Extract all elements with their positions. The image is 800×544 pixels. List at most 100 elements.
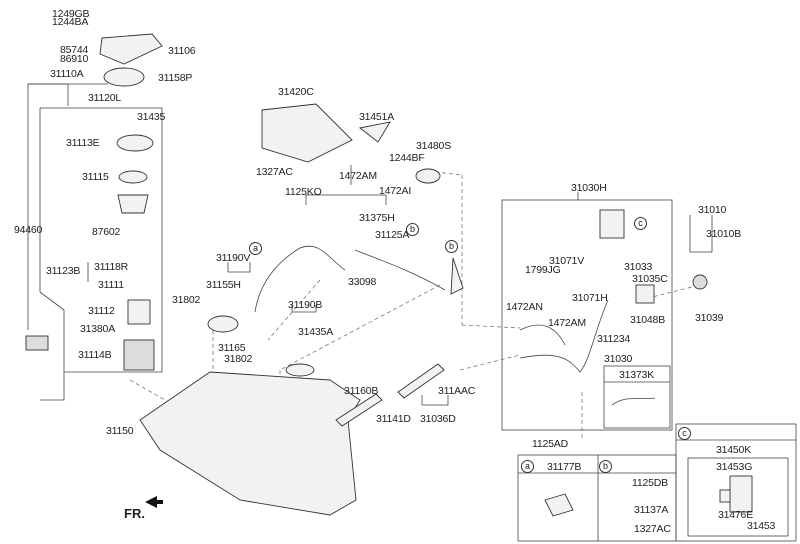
part-label: 31123B (46, 265, 81, 277)
sender-unit (207, 315, 239, 333)
assembly-frames (27, 83, 797, 542)
part-label: 1249GB (52, 8, 90, 20)
part-label: 1244BA (52, 16, 89, 28)
part-label: 31451A (359, 111, 395, 123)
part-label: 31030H (571, 182, 607, 194)
part-label: 1799JG (525, 264, 561, 276)
reservoir-cup (123, 339, 155, 371)
part-label: 311234 (597, 333, 631, 345)
clip-detail (544, 493, 574, 517)
part-label: 31158P (158, 72, 193, 84)
front-arrow-icon (145, 496, 163, 508)
vapor-hose (354, 249, 446, 291)
fuel-filter (127, 299, 151, 325)
detail-a-tag: a (521, 460, 534, 473)
part-label: 31113E (66, 137, 100, 149)
part-label: 31380A (80, 323, 116, 335)
part-label: 31039 (695, 312, 724, 324)
filler-pipe-hose (397, 363, 445, 399)
part-label: 85744 (60, 44, 89, 56)
valve (415, 168, 441, 184)
part-label: 31030 (604, 353, 633, 365)
part-label: 31071H (572, 292, 608, 304)
part-label: 1472AM (548, 317, 586, 329)
part-label: 87602 (92, 226, 121, 238)
part-label: 31190B (288, 299, 323, 311)
part-label: 31035C (632, 273, 668, 285)
detail-c-part: 31453 (747, 520, 776, 532)
part-label: 31190V (216, 252, 251, 264)
part-shapes (25, 33, 753, 517)
part-label: 31048B (630, 314, 666, 326)
part-label: 31033 (624, 261, 653, 273)
part-label: 31435 (137, 111, 166, 123)
callout-c[interactable]: c (634, 217, 647, 230)
part-label: 31155H (206, 279, 241, 291)
part-label: 31435A (298, 326, 334, 338)
bracket (358, 121, 391, 143)
part-label: 1125AD (532, 438, 568, 450)
front-direction-label: FR. (124, 506, 145, 521)
part-label: 31375H (359, 212, 395, 224)
detail-b-part: 31137A (634, 504, 669, 516)
fuel-cap (692, 274, 708, 290)
detail-c-part: 31453G (716, 461, 753, 473)
part-label: 1327AC (256, 166, 293, 178)
part-label: 31165 (218, 342, 246, 354)
fuel-tank (139, 371, 361, 516)
part-label: 31373K (619, 369, 655, 381)
part-label: 31071V (549, 255, 585, 267)
gasket-ring (103, 67, 145, 87)
valve-detail (719, 489, 731, 503)
pump-body-top (117, 194, 149, 214)
callout-a[interactable]: a (249, 242, 262, 255)
detail-a-part: 31177B (547, 461, 582, 473)
part-label: 31480S (416, 140, 452, 152)
part-label: 31010B (706, 228, 742, 240)
part-label: 31160B (344, 385, 379, 397)
part-label: 311AAC (438, 385, 476, 397)
part-label: 31150 (106, 425, 134, 437)
part-label: 31110A (50, 68, 84, 80)
part-label: 94460 (14, 224, 43, 236)
detail-c-part: 31476E (718, 509, 754, 521)
detail-c-tag: c (678, 427, 691, 440)
canister (261, 103, 353, 163)
callout-b[interactable]: b (406, 223, 419, 236)
detail-b-part: 1327AC (634, 523, 671, 535)
part-label: 31125A (375, 229, 410, 241)
part-label: 31802 (224, 353, 253, 365)
part-label: 1472AN (506, 301, 543, 313)
filler-valve-top (599, 209, 625, 239)
sender-unit-2 (285, 363, 315, 377)
part-label: 1472AM (339, 170, 377, 182)
part-label: 31118R (94, 261, 129, 273)
sensor-94460 (25, 335, 49, 351)
part-label: 86910 (60, 53, 89, 65)
vent-hose (254, 245, 346, 313)
part-label: 31120L (88, 92, 122, 104)
callout-b[interactable]: b (445, 240, 458, 253)
o-ring (118, 170, 148, 184)
part-label: 1244BF (389, 152, 425, 164)
hose-bracket (450, 257, 464, 295)
filler-neck-tube (335, 393, 383, 427)
part-label: 31141D (376, 413, 411, 425)
part-label: 31112 (88, 305, 115, 317)
part-label: 31111 (98, 279, 124, 291)
detail-c-assembly: 31450K (716, 444, 752, 456)
pump-cover-plate (99, 33, 163, 65)
part-label: 31802 (172, 294, 201, 306)
part-label: 31420C (278, 86, 314, 98)
part-label: 33098 (348, 276, 377, 288)
breather-hose (519, 324, 566, 346)
part-label: 31115 (82, 171, 109, 183)
part-label: 31114B (78, 349, 112, 361)
filler-housing (635, 284, 655, 304)
part-label: 31036D (420, 413, 456, 425)
part-label: 1472AI (379, 185, 412, 197)
filler-pipe (519, 299, 609, 373)
pump-flange (116, 134, 154, 152)
detail-b-part: 1125DB (632, 477, 668, 489)
